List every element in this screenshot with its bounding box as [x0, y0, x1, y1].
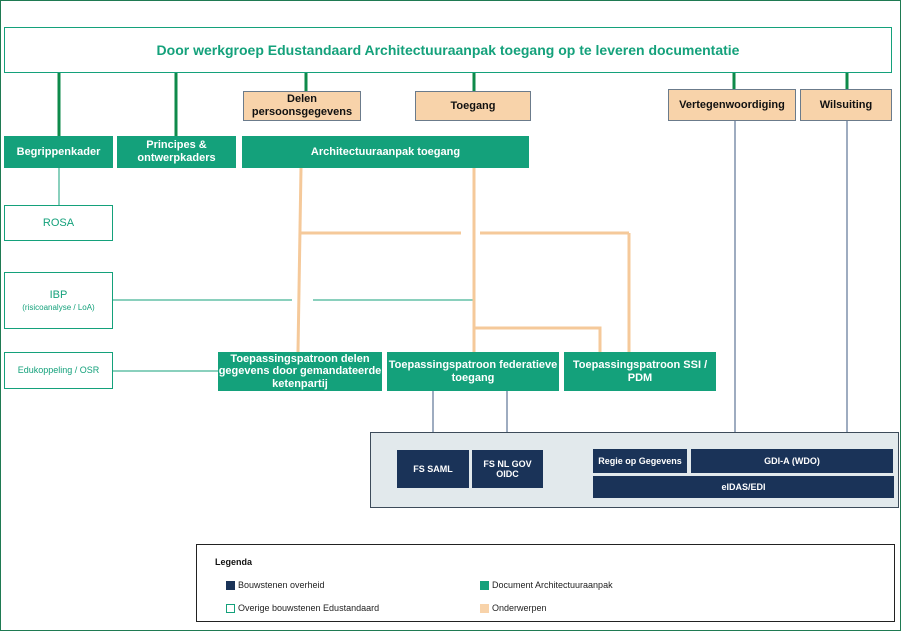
- legend-label: Bouwstenen overheid: [238, 580, 325, 590]
- block-gdi-a-wdo: GDI-A (WDO): [691, 449, 893, 473]
- doc-toepassingspatroon-federatief: Toepassingspatroon federatieve toegang: [387, 352, 559, 391]
- legend-title: Legenda: [215, 557, 253, 567]
- legend-swatch-peach: [480, 603, 489, 613]
- doc-toepassingspatroon-delen: Toepassingspatroon delen gegevens door g…: [218, 352, 382, 391]
- block-ibp: IBP (risicoanalyse / LoA): [4, 272, 113, 329]
- legend: Legenda Bouwstenen overheid Document Arc…: [196, 544, 895, 622]
- subject-delen-persoonsgegevens: Delen persoonsgegevens: [243, 91, 361, 121]
- connector-delen-patroon: [296, 167, 303, 353]
- block-regie-op-gegevens: Regie op Gegevens: [593, 449, 687, 473]
- legend-item-overige-bouwstenen: Overige bouwstenen Edustandaard: [226, 603, 379, 613]
- doc-toepassingspatroon-ssi-pdm: Toepassingspatroon SSI / PDM: [564, 352, 716, 391]
- block-rosa-label: ROSA: [42, 216, 75, 229]
- subject-toegang: Toegang: [415, 91, 531, 121]
- block-rosa: ROSA: [4, 205, 113, 241]
- block-edukoppeling-label: Edukoppeling / OSR: [17, 365, 100, 376]
- block-edukoppeling-osr: Edukoppeling / OSR: [4, 352, 113, 389]
- legend-swatch-outline: [226, 603, 235, 613]
- legend-item-document-architectuuraanpak: Document Architectuuraanpak: [480, 580, 613, 590]
- legend-label: Document Architectuuraanpak: [492, 580, 613, 590]
- doc-principes-ontwerpkaders: Principes & ontwerpkaders: [117, 136, 236, 168]
- block-ibp-label: IBP: [49, 288, 68, 301]
- title-banner: Door werkgroep Edustandaard Architectuur…: [4, 27, 892, 73]
- legend-swatch-navy: [226, 580, 235, 590]
- block-fs-nl-gov-oidc: FS NL GOV OIDC: [472, 450, 543, 488]
- connector-toegang-ssi: [474, 326, 602, 352]
- block-fs-saml: FS SAML: [397, 450, 469, 488]
- block-eidas-edi: eIDAS/EDI: [593, 476, 894, 498]
- subject-wilsuiting: Wilsuiting: [800, 89, 892, 121]
- legend-label: Onderwerpen: [492, 603, 547, 613]
- block-ibp-sublabel: (risicoanalyse / LoA): [22, 303, 95, 313]
- doc-architectuuraanpak-toegang: Architectuuraanpak toegang: [242, 136, 529, 168]
- legend-label: Overige bouwstenen Edustandaard: [238, 603, 380, 613]
- legend-item-onderwerpen: Onderwerpen: [480, 603, 547, 613]
- subject-vertegenwoordiging: Vertegenwoordiging: [668, 89, 796, 121]
- legend-item-bouwstenen-overheid: Bouwstenen overheid: [226, 580, 325, 590]
- legend-swatch-green: [480, 580, 489, 590]
- doc-begrippenkader: Begrippenkader: [4, 136, 113, 168]
